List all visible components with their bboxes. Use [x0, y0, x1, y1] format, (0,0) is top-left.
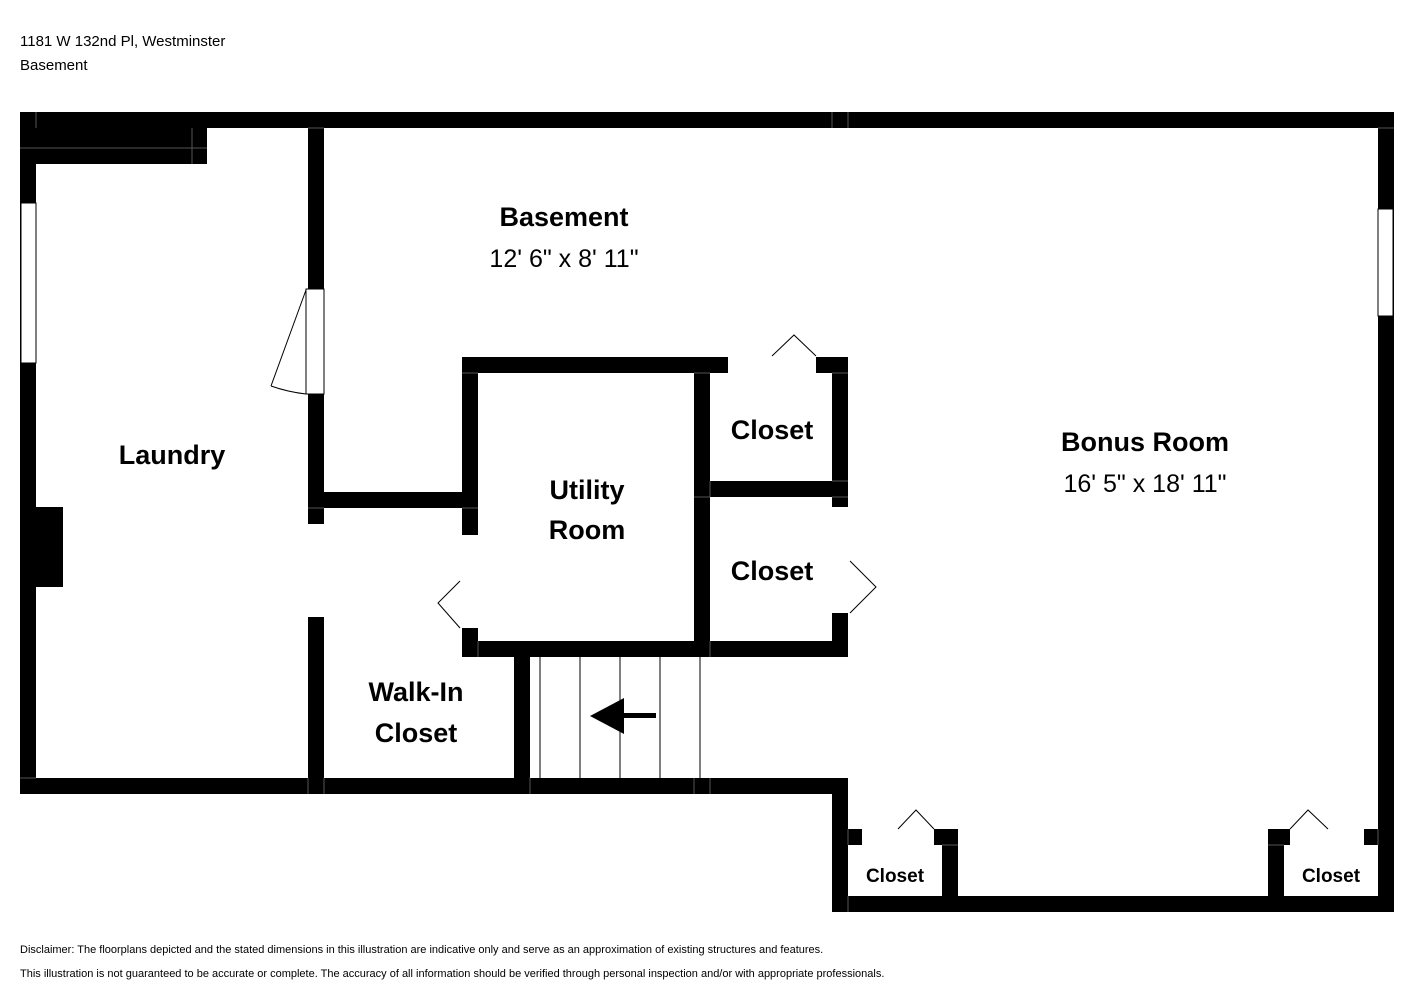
room-basement-dims: 12' 6" x 8' 11"	[489, 245, 638, 273]
window-right	[1377, 208, 1394, 317]
wall-top	[20, 112, 1394, 128]
windows	[20, 202, 1394, 364]
room-closet-bottom-left-name: Closet	[866, 866, 925, 887]
wall-bl-closet-right	[942, 829, 958, 912]
wall-horizontal	[308, 492, 478, 508]
wall-closet-right-lower	[832, 613, 848, 657]
level-name: Basement	[20, 57, 88, 74]
door-utility	[437, 580, 461, 629]
room-labels: Basement 12' 6" x 8' 11" Laundry Utility…	[119, 202, 1361, 887]
walls	[20, 112, 1394, 912]
room-utility-name-line1: Utility	[549, 475, 624, 505]
wall-bottom-right	[832, 896, 1394, 912]
room-walkin-name-line2: Closet	[375, 718, 458, 748]
wall-utility-right	[694, 357, 710, 657]
door-closet-bottom-left	[897, 809, 935, 830]
room-closet-bottom-right-name: Closet	[1302, 866, 1361, 887]
room-bonus-dims: 16' 5" x 18' 11"	[1063, 470, 1226, 498]
door-leaf	[305, 288, 325, 395]
window-left	[20, 202, 37, 364]
wall-closet-divider	[694, 481, 848, 497]
room-laundry-name: Laundry	[119, 440, 226, 470]
laundry-door	[270, 288, 325, 395]
door-closet-bottom-right	[1289, 809, 1329, 830]
wall-bl-closet-stub-left	[832, 829, 862, 845]
disclaimer-line-1: Disclaimer: The floorplans depicted and …	[20, 944, 824, 956]
wall-closet-right-upper	[832, 357, 848, 507]
wall-feature	[36, 507, 63, 587]
wall-utility-top	[462, 357, 728, 373]
door-closet-upper	[771, 334, 817, 357]
wall-laundry-lower	[308, 617, 324, 794]
stairs	[539, 657, 701, 778]
room-closet-lower-name: Closet	[731, 556, 814, 586]
wall-joints	[20, 112, 1394, 912]
room-bonus-name: Bonus Room	[1061, 427, 1229, 457]
wall-br-closet-stub-left	[1268, 829, 1290, 845]
wall-laundry-upper	[308, 112, 324, 290]
header: 1181 W 132nd Pl, Westminster Basement	[20, 30, 225, 78]
wall-laundry-middle	[308, 394, 324, 524]
room-closet-upper-name: Closet	[731, 415, 814, 445]
stair-arrow	[590, 698, 656, 734]
wall-utility-left	[462, 357, 478, 535]
door-closet-lower	[849, 560, 877, 614]
cabinet-block	[20, 112, 207, 164]
room-utility-name-line2: Room	[549, 515, 626, 545]
disclaimer-line-2: This illustration is not guaranteed to b…	[20, 968, 885, 980]
room-basement-name: Basement	[499, 202, 628, 232]
wall-stair	[514, 641, 530, 794]
address: 1181 W 132nd Pl, Westminster	[20, 33, 226, 50]
wall-br-closet-stub-right	[1364, 829, 1394, 845]
disclaimer: Disclaimer: The floorplans depicted and …	[20, 938, 884, 986]
room-walkin-name-line1: Walk-In	[368, 677, 463, 707]
closet-doors	[437, 334, 1329, 830]
wall-br-closet-left	[1268, 829, 1284, 912]
wall-utility-bottom	[462, 641, 848, 657]
wall-bottom-left	[20, 778, 848, 794]
